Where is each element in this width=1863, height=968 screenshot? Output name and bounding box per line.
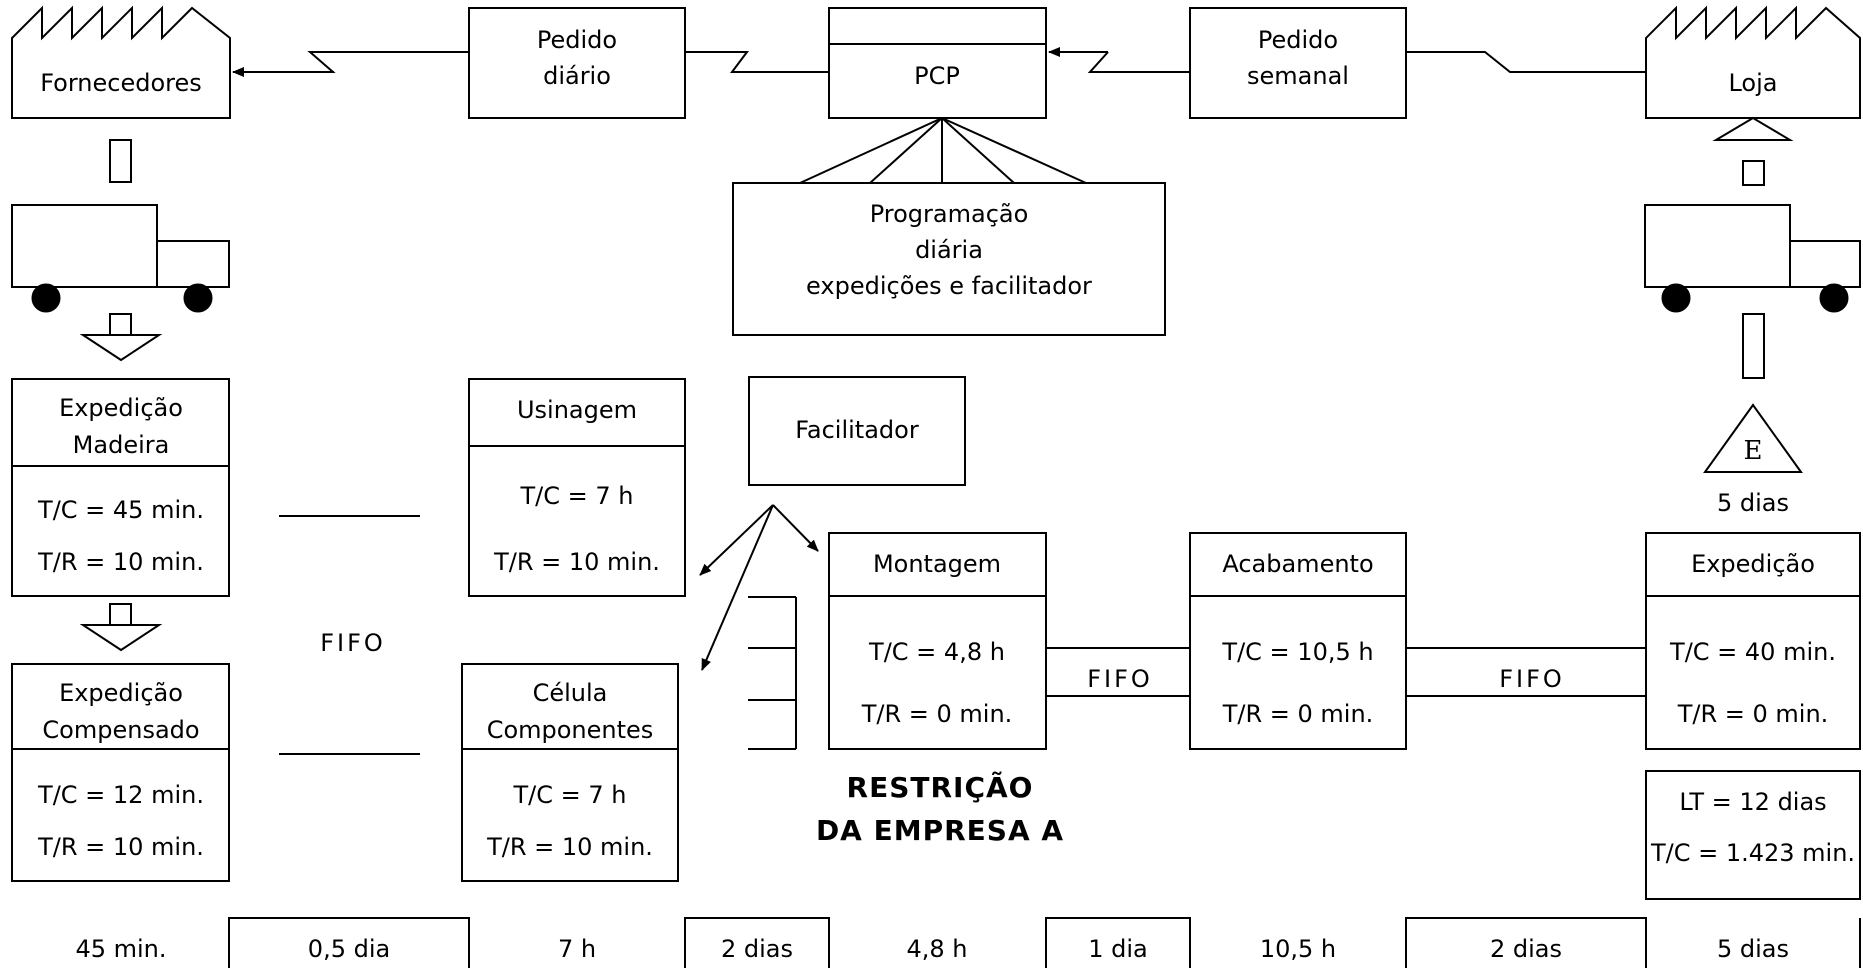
loja-factory: Loja [1645,5,1861,119]
process-title: Usinagem [517,396,637,424]
process-title: Montagem [873,550,1001,578]
cycle-time: T/C = 7 h [513,781,627,809]
info-flow-semanal-to-pcp [1048,47,1190,73]
changeover-time: T/R = 10 min. [37,833,204,861]
kanban-card-right [1742,313,1765,379]
programacao-box: Programação diária expedições e facilita… [732,182,1166,336]
pedido-diario-box: Pedido diário [468,7,686,119]
changeover-time: T/R = 10 min. [493,548,660,576]
pedido-semanal-line1: Pedido [1258,26,1338,54]
process-montagem: Montagem T/C = 4,8 h T/R = 0 min. [828,532,1047,750]
cycle-time: T/C = 10,5 h [1221,638,1373,666]
cycle-time: T/C = 4,8 h [868,638,1005,666]
lead-time: LT = 12 dias [1679,788,1826,816]
pcp-fan-lines [799,117,1087,184]
fornecedores-factory: Fornecedores [11,5,231,119]
timeline-value: 1 dia [1088,935,1148,963]
cycle-time: T/C = 7 h [520,482,634,510]
lead-time-summary-box: LT = 12 dias T/C = 1.423 min. [1645,770,1861,900]
push-arrow-down-2-icon [79,603,163,652]
timeline-value: 7 h [558,935,596,963]
process-title: Expedição [59,679,183,707]
changeover-time: T/R = 10 min. [486,833,653,861]
fifo-montagem-acabamento: FIFO [1046,647,1190,697]
timeline-value: 0,5 dia [308,935,390,963]
process-acabamento: Acabamento T/C = 10,5 h T/R = 0 min. [1189,532,1407,750]
fifo-label: FIFO [1087,665,1153,693]
inventory-triangle-icon: E [1703,403,1803,473]
process-expedicao: Expedição T/C = 40 min. T/R = 0 min. [1645,532,1861,750]
fifo-acabamento-expedicao: FIFO [1406,647,1646,697]
process-title: Acabamento [1222,550,1373,578]
timeline-value: 2 dias [721,935,793,963]
process-celula-componentes: Célula Componentes T/C = 7 h T/R = 10 mi… [461,663,679,882]
pcp-label: PCP [914,62,960,90]
fifo-left-label: FIFO [320,629,386,657]
facilitador-arrows [699,504,819,671]
push-arrow-down-1-icon [79,313,163,362]
pedido-semanal-line2: semanal [1247,62,1349,90]
process-title: Compensado [42,716,199,744]
loja-label: Loja [1728,69,1777,97]
programacao-line2: diária [915,236,983,264]
programacao-line3: expedições e facilitador [806,272,1092,300]
truck-right-icon [1644,204,1861,313]
process-expedicao-madeira: Expedição Madeira T/C = 45 min. T/R = 10… [11,378,230,597]
inventory-symbol: E [1744,436,1763,466]
pedido-diario-line2: diário [543,62,611,90]
changeover-time: T/R = 0 min. [1677,700,1829,728]
cycle-time: T/C = 40 min. [1669,638,1836,666]
process-title: Expedição [59,394,183,422]
fornecedores-label: Fornecedores [40,69,202,97]
fifo-label: FIFO [1499,665,1565,693]
changeover-time: T/R = 0 min. [861,700,1013,728]
facilitador-label: Facilitador [795,416,919,444]
kanban-card-left [109,139,132,183]
facilitador-box: Facilitador [748,376,966,486]
timeline-value: 45 min. [75,935,166,963]
push-arrow-up-icon [1712,116,1794,186]
programacao-line1: Programação [870,200,1029,228]
pedido-semanal-box: Pedido semanal [1189,7,1407,119]
timeline-value: 10,5 h [1260,935,1336,963]
pedido-diario-line1: Pedido [537,26,617,54]
supermarket-comb [748,596,797,750]
info-flow-pcp-to-pedido-diario [685,51,829,73]
process-title: Expedição [1691,550,1815,578]
changeover-time: T/R = 0 min. [1222,700,1374,728]
timeline-value: 4,8 h [906,935,967,963]
cycle-time: T/C = 45 min. [37,496,204,524]
process-usinagem: Usinagem T/C = 7 h T/R = 10 min. [468,378,686,597]
process-title: Célula [533,679,608,707]
info-flow-to-fornecedores [232,51,469,77]
timeline-value: 5 dias [1717,935,1789,963]
changeover-time: T/R = 10 min. [37,548,204,576]
total-cycle-time: T/C = 1.423 min. [1650,839,1855,867]
process-title: Madeira [73,431,170,459]
timeline: 45 min. 0,5 dia 7 h 2 dias 4,8 h 1 dia 1… [75,917,1861,968]
pcp-box: PCP [828,7,1047,119]
timeline-value: 2 dias [1490,935,1562,963]
restriction-line2: DA EMPRESA A [816,814,1064,847]
cycle-time: T/C = 12 min. [37,781,204,809]
info-flow-loja-to-semanal [1406,51,1646,73]
restriction-line1: RESTRIÇÃO [847,770,1034,804]
restriction-label: RESTRIÇÃO DA EMPRESA A [816,770,1064,847]
inventory-days: 5 dias [1717,489,1789,517]
truck-left-icon [11,204,230,313]
process-title: Componentes [487,716,654,744]
fifo-left-lanes: FIFO [279,515,420,755]
process-expedicao-compensado: Expedição Compensado T/C = 12 min. T/R =… [11,663,230,882]
